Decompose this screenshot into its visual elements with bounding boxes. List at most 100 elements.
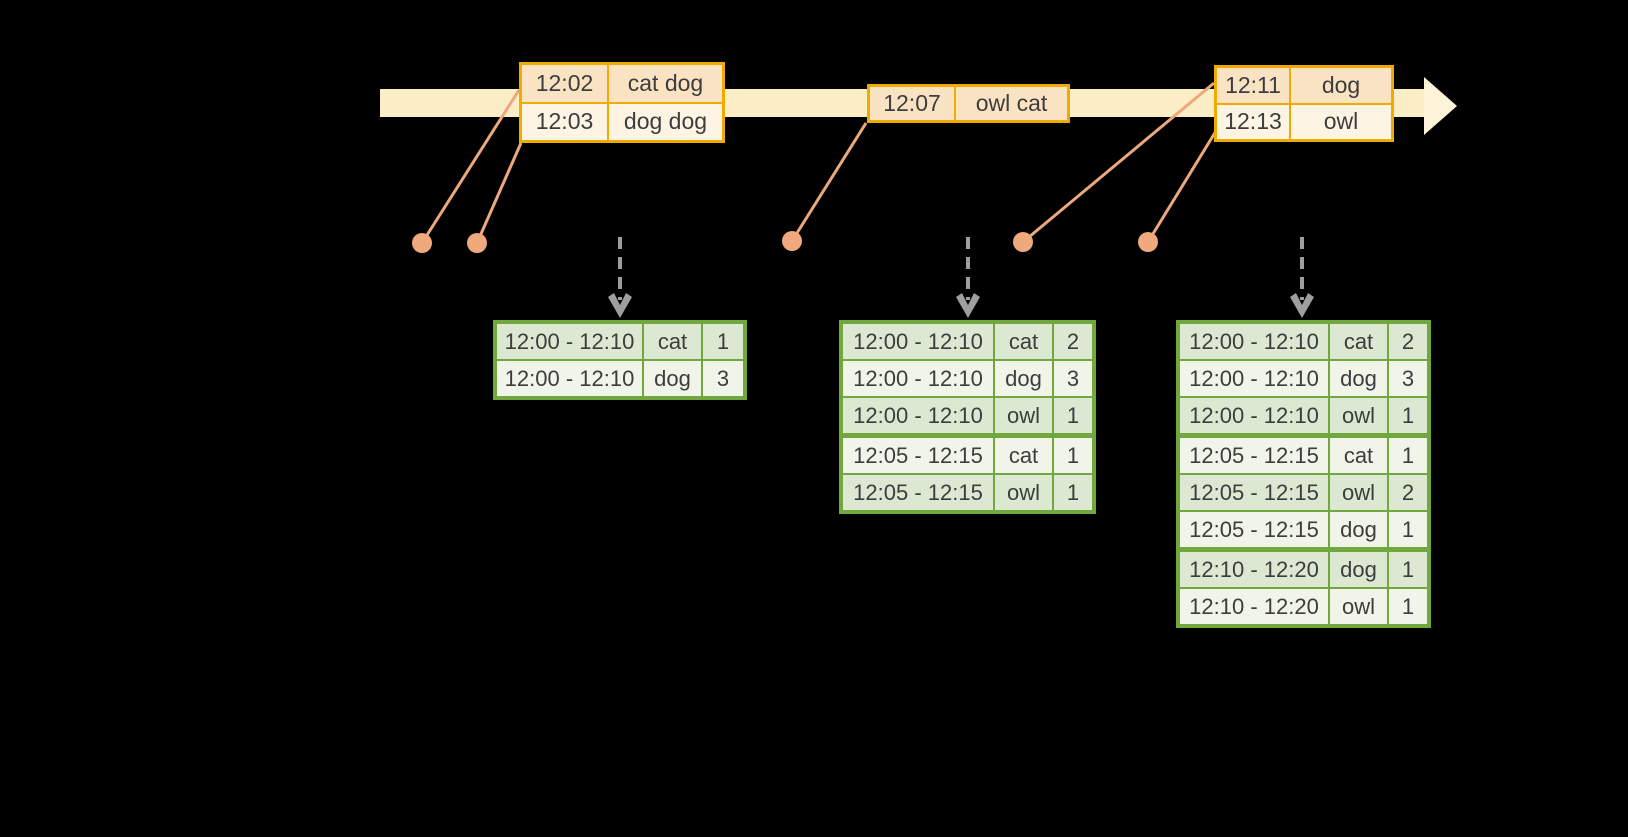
event-time-cell: 12:07 xyxy=(870,87,954,120)
count-cell: 2 xyxy=(1054,324,1092,359)
window-cell: 12:10 - 12:20 xyxy=(1180,552,1328,587)
arrow-down-icon xyxy=(1290,293,1314,318)
word-cell: owl xyxy=(1330,589,1387,624)
event-words-cell: dog dog xyxy=(609,103,722,140)
word-cell: owl xyxy=(1330,475,1387,510)
word-cell: dog xyxy=(644,361,701,396)
connector-line xyxy=(1022,81,1215,244)
trigger-arrow-heads xyxy=(608,293,1314,318)
event-time-cell: 12:11 xyxy=(1217,68,1289,103)
connector-line xyxy=(420,89,521,244)
event-time-cell: 12:02 xyxy=(522,65,607,102)
word-cell: cat xyxy=(995,324,1052,359)
connector-line xyxy=(790,122,868,242)
count-cell: 1 xyxy=(1389,512,1427,547)
count-cell: 1 xyxy=(1389,398,1427,433)
event-words-cell: cat dog xyxy=(609,65,722,102)
event-dots xyxy=(412,231,1158,253)
window-cell: 12:05 - 12:15 xyxy=(843,438,993,473)
count-cell: 1 xyxy=(1389,589,1427,624)
connector-line xyxy=(475,142,523,244)
word-cell: dog xyxy=(1330,361,1387,396)
window-cell: 12:05 - 12:15 xyxy=(843,475,993,510)
word-cell: cat xyxy=(644,324,701,359)
window-cell: 12:00 - 12:10 xyxy=(843,398,993,433)
count-cell: 1 xyxy=(1389,552,1427,587)
event-words-cell: dog xyxy=(1291,68,1391,103)
event-time-cell: 12:03 xyxy=(522,103,607,140)
window-cell: 12:00 - 12:10 xyxy=(1180,398,1328,433)
word-cell: cat xyxy=(1330,324,1387,359)
event-dot xyxy=(412,233,432,253)
window-cell: 12:00 - 12:10 xyxy=(843,361,993,396)
count-cell: 3 xyxy=(1389,361,1427,396)
arrow-down-icon xyxy=(956,293,980,318)
event-words-cell: owl xyxy=(1291,104,1391,139)
word-cell: owl xyxy=(995,475,1052,510)
count-cell: 2 xyxy=(1389,475,1427,510)
count-cell: 3 xyxy=(703,361,743,396)
event-dot xyxy=(1013,232,1033,252)
trigger-arrow-lines xyxy=(618,237,1304,300)
window-cell: 12:00 - 12:10 xyxy=(843,324,993,359)
count-cell: 1 xyxy=(703,324,743,359)
count-cell: 1 xyxy=(1389,438,1427,473)
timeline-arrowhead-icon xyxy=(1424,77,1457,135)
arrow-down-icon xyxy=(608,293,632,318)
window-cell: 12:00 - 12:10 xyxy=(1180,361,1328,396)
event-dot xyxy=(1138,232,1158,252)
count-cell: 3 xyxy=(1054,361,1092,396)
word-cell: dog xyxy=(995,361,1052,396)
window-cell: 12:00 - 12:10 xyxy=(1180,324,1328,359)
count-cell: 2 xyxy=(1389,324,1427,359)
window-cell: 12:10 - 12:20 xyxy=(1180,589,1328,624)
window-cell: 12:05 - 12:15 xyxy=(1180,438,1328,473)
event-dot xyxy=(467,233,487,253)
word-cell: cat xyxy=(995,438,1052,473)
word-cell: dog xyxy=(1330,512,1387,547)
word-cell: cat xyxy=(1330,438,1387,473)
word-cell: dog xyxy=(1330,552,1387,587)
connector-lines xyxy=(420,81,1218,244)
count-cell: 1 xyxy=(1054,398,1092,433)
window-cell: 12:05 - 12:15 xyxy=(1180,475,1328,510)
count-cell: 1 xyxy=(1054,475,1092,510)
count-cell: 1 xyxy=(1054,438,1092,473)
connector-line xyxy=(1146,130,1218,243)
event-dot xyxy=(782,231,802,251)
word-cell: owl xyxy=(1330,398,1387,433)
event-words-cell: owl cat xyxy=(956,87,1067,120)
window-cell: 12:05 - 12:15 xyxy=(1180,512,1328,547)
event-time-cell: 12:13 xyxy=(1217,104,1289,139)
window-cell: 12:00 - 12:10 xyxy=(497,324,642,359)
word-cell: owl xyxy=(995,398,1052,433)
